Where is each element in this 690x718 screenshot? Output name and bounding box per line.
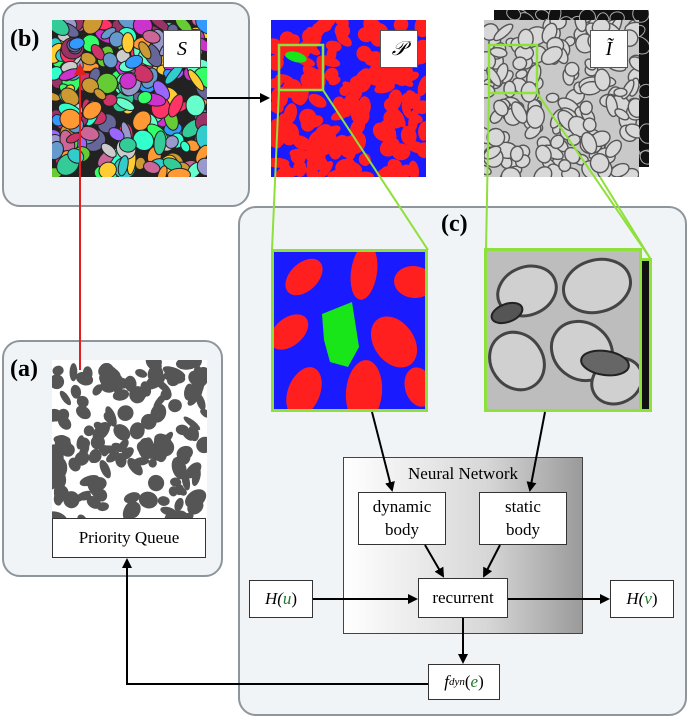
zoom-line-em-left: [485, 92, 490, 251]
zoom-line-seg-right: [322, 89, 429, 251]
f-dyn-close: ): [478, 671, 484, 691]
zoom-rect-seg: [277, 43, 325, 92]
zoom-line-em-back: [599, 176, 651, 259]
zoom-line-em-right: [536, 92, 651, 259]
neural-network-title: Neural Network: [408, 464, 518, 483]
f-dyn-f: f: [444, 671, 449, 691]
h-v-box: H(v): [610, 580, 674, 618]
h-u-box: H(u): [249, 580, 313, 618]
zoom-rect-em: [487, 43, 539, 95]
f-dyn-open: (: [464, 671, 471, 691]
h-v-suffix: ): [651, 588, 658, 608]
priority-queue-box: Priority Queue: [52, 518, 206, 558]
zoomed-em: [484, 248, 642, 412]
arrow-fdyn-to-queue: [122, 558, 428, 685]
panel-c-label: (c): [441, 211, 468, 237]
dynamic-body-label: dynamic body: [372, 496, 432, 539]
segmentation-image: [271, 20, 426, 177]
h-u-var: u: [282, 588, 292, 608]
arrow-static-to-recurrent: [483, 544, 501, 578]
zoom-line-seg-left: [271, 89, 280, 251]
static-body-label: static body: [505, 496, 541, 539]
arrow-dynamic-to-recurrent: [424, 544, 445, 578]
tag-s: S: [163, 30, 201, 68]
arrow-seg-to-dynamic: [371, 411, 395, 492]
dynamic-body-box: dynamic body: [358, 492, 446, 545]
h-v-prefix: H(: [626, 588, 645, 608]
recurrent-box: recurrent: [418, 578, 508, 618]
h-u-prefix: H(: [264, 588, 283, 608]
f-dyn-sub: dyn: [448, 675, 465, 688]
tag-i: Ĩ: [590, 30, 628, 68]
f-dyn-var: e: [470, 671, 479, 691]
tag-p: 𝒫: [380, 30, 418, 68]
zoomed-segmentation: [271, 249, 428, 412]
panel-a-label: (a): [10, 356, 38, 382]
boundary-map-image: [52, 360, 207, 520]
static-body-box: static body: [479, 492, 567, 545]
arrow-em-to-static: [526, 411, 546, 492]
h-v-var: v: [644, 588, 652, 608]
h-u-suffix: ): [291, 588, 298, 608]
panel-b-label: (b): [10, 26, 40, 52]
